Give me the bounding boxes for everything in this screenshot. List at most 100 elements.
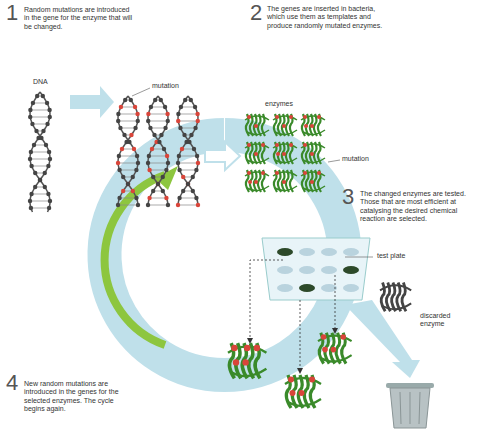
enzyme bbox=[380, 283, 411, 312]
base bbox=[157, 140, 161, 144]
base-pair bbox=[32, 166, 49, 167]
strand bbox=[286, 170, 289, 192]
base bbox=[177, 168, 181, 172]
base-pair bbox=[30, 117, 50, 118]
strand bbox=[254, 142, 257, 164]
well bbox=[343, 248, 359, 256]
strand bbox=[336, 333, 340, 364]
base bbox=[191, 189, 195, 193]
base bbox=[46, 164, 50, 168]
base bbox=[38, 178, 42, 182]
well bbox=[299, 248, 315, 256]
base bbox=[123, 98, 127, 102]
strand bbox=[273, 172, 297, 191]
mutation-dot bbox=[310, 180, 314, 184]
step-text: The changed enzymes are tested. Those th… bbox=[360, 190, 476, 224]
mutation-dot bbox=[303, 171, 307, 175]
strand bbox=[254, 170, 257, 192]
base bbox=[29, 206, 33, 210]
base bbox=[116, 119, 120, 123]
base-pair bbox=[148, 121, 168, 122]
base bbox=[161, 189, 165, 193]
base-pair bbox=[149, 156, 167, 157]
base bbox=[45, 101, 49, 105]
mutation-dot bbox=[244, 345, 250, 351]
base bbox=[28, 199, 32, 203]
base-pair bbox=[180, 198, 197, 199]
base bbox=[134, 196, 138, 200]
strand bbox=[254, 114, 257, 136]
step-number: 2 bbox=[250, 2, 262, 24]
strand bbox=[380, 285, 411, 309]
strand bbox=[273, 144, 297, 163]
enzyme bbox=[273, 170, 297, 192]
base bbox=[29, 192, 33, 196]
base bbox=[47, 206, 51, 210]
band-arrow bbox=[345, 300, 420, 378]
base bbox=[121, 175, 125, 179]
base-pair bbox=[118, 205, 138, 206]
enzyme bbox=[301, 142, 325, 164]
base bbox=[46, 192, 50, 196]
base bbox=[194, 168, 198, 172]
part-label: mutation bbox=[341, 155, 370, 163]
base bbox=[194, 196, 198, 200]
base bbox=[196, 161, 200, 165]
base bbox=[126, 182, 130, 186]
well bbox=[321, 266, 337, 274]
mutation-dot bbox=[310, 124, 314, 128]
base bbox=[129, 133, 133, 137]
base bbox=[156, 182, 160, 186]
mutation-dot bbox=[242, 359, 248, 365]
base bbox=[166, 203, 170, 207]
base bbox=[164, 168, 168, 172]
cycle-ring bbox=[105, 135, 345, 375]
base bbox=[132, 147, 136, 151]
base bbox=[146, 112, 150, 116]
base bbox=[162, 147, 166, 151]
base bbox=[182, 133, 186, 137]
strand bbox=[273, 116, 297, 135]
strand bbox=[301, 172, 325, 191]
base bbox=[43, 185, 47, 189]
base bbox=[131, 189, 135, 193]
base bbox=[41, 94, 45, 98]
well bbox=[299, 284, 315, 292]
base bbox=[39, 136, 43, 140]
base bbox=[120, 147, 124, 151]
mutation-dot bbox=[322, 347, 328, 353]
base-pair bbox=[31, 152, 49, 153]
band-arrow bbox=[205, 142, 240, 170]
strand bbox=[392, 283, 396, 312]
strand bbox=[148, 96, 168, 204]
strand bbox=[314, 142, 317, 164]
strand bbox=[397, 283, 401, 312]
base-pair bbox=[150, 170, 167, 171]
base-pair bbox=[32, 194, 49, 195]
base bbox=[118, 126, 122, 130]
base-pair bbox=[179, 156, 197, 157]
base-pair bbox=[148, 163, 168, 164]
base bbox=[189, 98, 193, 102]
base bbox=[135, 112, 139, 116]
green-arrow bbox=[105, 175, 165, 345]
base bbox=[28, 108, 32, 112]
base-pair bbox=[119, 156, 137, 157]
base bbox=[163, 126, 167, 130]
base bbox=[117, 168, 121, 172]
base-pair bbox=[148, 205, 168, 206]
mutation-dot bbox=[261, 143, 265, 147]
strand bbox=[310, 142, 313, 164]
base bbox=[186, 182, 190, 186]
mutation-dot bbox=[247, 171, 251, 175]
base bbox=[135, 154, 139, 158]
base bbox=[180, 147, 184, 151]
mutation-dot bbox=[282, 152, 286, 156]
base bbox=[32, 143, 36, 147]
base bbox=[28, 157, 32, 161]
enzyme bbox=[245, 114, 269, 136]
base bbox=[151, 175, 155, 179]
mutation-dot bbox=[303, 115, 307, 119]
strand bbox=[258, 170, 261, 192]
strand bbox=[178, 96, 198, 204]
